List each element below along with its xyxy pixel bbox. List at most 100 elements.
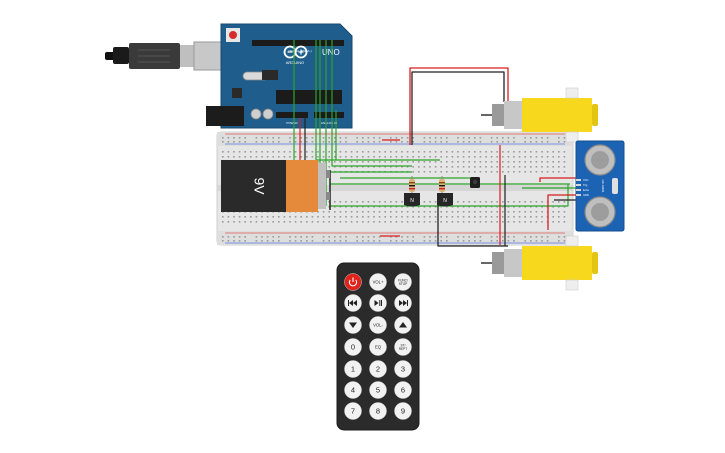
breadboard-hole — [434, 137, 437, 139]
breadboard-hole — [345, 206, 347, 208]
breadboard-hole — [468, 216, 470, 218]
remote-button-label: 2 — [376, 365, 380, 374]
breadboard-hole — [406, 216, 409, 218]
breadboard-hole — [266, 240, 269, 242]
remote-button-num-5[interactable]: 5 — [369, 381, 387, 399]
remote-button-label: 6 — [401, 386, 405, 395]
breadboard-hole — [502, 141, 504, 143]
remote-button-num-1[interactable]: 1 — [344, 360, 362, 378]
breadboard-hole — [423, 151, 426, 153]
breadboard-hole — [350, 206, 353, 208]
breadboard-hole — [462, 161, 465, 163]
breadboard-hole — [378, 216, 381, 218]
breadboard-hole — [339, 166, 342, 168]
breadboard-hole — [322, 161, 325, 163]
breadboard-hole — [434, 201, 437, 203]
usb-plug-grip — [113, 47, 129, 64]
remote-button-num-3[interactable]: 3 — [394, 360, 412, 378]
breadboard-hole — [401, 137, 403, 139]
breadboard-hole — [558, 211, 560, 213]
breadboard-hole — [507, 137, 510, 139]
remote-button-num-6[interactable]: 6 — [394, 381, 412, 399]
breadboard-hole — [535, 166, 538, 168]
breadboard-hole — [474, 137, 476, 139]
breadboard-hole — [446, 240, 448, 242]
breadboard-hole — [423, 216, 426, 218]
breadboard-hole — [513, 156, 515, 158]
breadboard-hole — [401, 206, 403, 208]
arduino-logo-icon — [283, 45, 308, 59]
breadboard-hole — [563, 156, 566, 158]
breadboard-hole — [423, 171, 426, 173]
breadboard-hole — [496, 240, 498, 242]
breadboard-hole — [395, 216, 398, 218]
remote-button-num-7[interactable]: 7 — [344, 402, 362, 420]
remote-button-num-2[interactable]: 2 — [369, 360, 387, 378]
breadboard-hole — [502, 151, 504, 153]
breadboard-hole — [434, 156, 437, 158]
dc-motor-top — [481, 87, 598, 143]
breadboard-hole — [401, 236, 403, 238]
remote-button-face — [344, 402, 362, 420]
breadboard-hole — [457, 240, 459, 242]
breadboard-hole — [552, 211, 554, 213]
breadboard-hole — [485, 166, 487, 168]
remote-button-vol-down[interactable]: VOL- — [369, 316, 387, 334]
breadboard-hole — [412, 206, 414, 208]
breadboard-hole — [406, 236, 409, 238]
remote-button-play-pause[interactable] — [369, 294, 387, 312]
breadboard-hole — [513, 171, 515, 173]
remote-button-st-rept[interactable]: ST/REPT — [394, 338, 412, 356]
breadboard-hole — [233, 151, 235, 153]
breadboard-hole — [457, 151, 459, 153]
breadboard-hole — [350, 166, 353, 168]
remote-button-prev[interactable] — [344, 294, 362, 312]
breadboard-hole — [541, 201, 543, 203]
motor-wheel-mount — [565, 87, 579, 99]
remote-button-up[interactable] — [394, 316, 412, 334]
remote-button-down[interactable] — [344, 316, 362, 334]
breadboard-hole — [530, 206, 532, 208]
capacitor — [250, 108, 262, 120]
digital-header — [252, 40, 344, 46]
breadboard-hole — [244, 221, 246, 223]
remote-button-vol-up[interactable]: VOL+ — [369, 273, 387, 291]
breadboard-hole — [283, 221, 286, 223]
breadboard-hole — [362, 137, 364, 139]
breadboard-hole — [412, 236, 414, 238]
breadboard-hole — [507, 216, 510, 218]
remote-button-power[interactable] — [344, 273, 362, 291]
remote-button-face — [344, 381, 362, 399]
breadboard-hole — [367, 141, 370, 143]
breadboard-hole — [373, 166, 375, 168]
breadboard-hole — [513, 161, 515, 163]
breadboard-hole — [530, 236, 532, 238]
remote-button-num-9[interactable]: 9 — [394, 402, 412, 420]
breadboard-hole — [418, 206, 420, 208]
remote-button-eq[interactable]: EQ — [369, 338, 387, 356]
breadboard-hole — [300, 216, 302, 218]
breadboard-hole — [356, 137, 358, 139]
breadboard-hole — [334, 236, 336, 238]
breadboard-hole — [558, 240, 560, 242]
play-pause-icon — [374, 300, 382, 306]
remote-button-num-8[interactable]: 8 — [369, 402, 387, 420]
breadboard-hole — [356, 141, 358, 143]
breadboard-hole — [496, 171, 498, 173]
remote-button-func-stop[interactable]: FUNC/STOP — [394, 273, 412, 291]
remote-button-next[interactable] — [394, 294, 412, 312]
breadboard-hole — [451, 216, 454, 218]
breadboard-hole — [222, 216, 224, 218]
remote-button-num-4[interactable]: 4 — [344, 381, 362, 399]
breadboard-hole — [541, 141, 543, 143]
remote-button-num-0[interactable]: 0 — [344, 338, 362, 356]
breadboard-hole — [311, 156, 314, 158]
breadboard-hole — [474, 240, 476, 242]
breadboard-hole — [227, 221, 230, 223]
breadboard-hole — [485, 156, 487, 158]
breadboard-hole — [546, 141, 549, 143]
breadboard-hole — [546, 166, 549, 168]
breadboard-hole — [474, 206, 476, 208]
